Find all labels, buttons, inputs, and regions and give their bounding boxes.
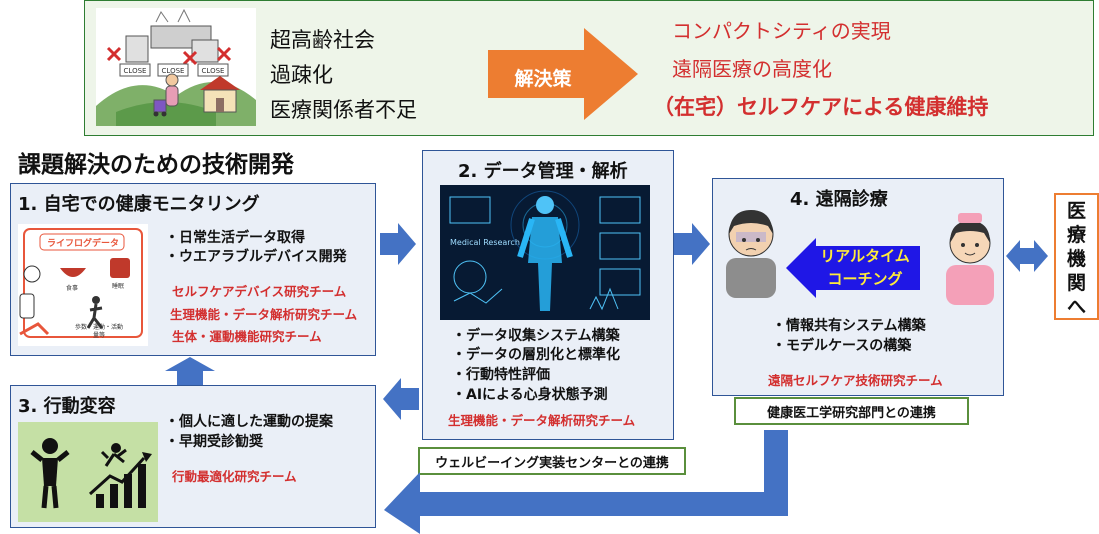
wellbeing-center-link-box: ウェルビーイング実装センターとの連携 [418, 447, 686, 475]
panel2-bullet-1: ・データ収集システム構築 [452, 328, 620, 344]
panel1-team-2: 生理機能・データ解析研究チーム [170, 307, 358, 322]
medical-char-5: へ [1066, 296, 1086, 318]
medical-char-3: 機 [1066, 248, 1086, 270]
up-arrow-icon [165, 357, 215, 385]
depopulated-town-illustration: CLOSE CLOSE CLOSE [96, 8, 256, 126]
panel4-team: 遠隔セルフケア技術研究チーム [768, 373, 943, 388]
solution-home-selfcare: （在宅）セルフケアによる健康維持 [653, 95, 989, 119]
panel3-bullet-1: ・個人に適した運動の提案 [165, 414, 333, 430]
panel2-team: 生理機能・データ解析研究チーム [448, 413, 636, 428]
lifelog-sleep-label: 睡眠 [112, 283, 125, 290]
panel1-bullet-2: ・ウエアラブルデバイス開発 [165, 249, 347, 265]
panel2-title: 2. データ管理・解析 [458, 161, 628, 182]
panel2-bullet-3: ・行動特性評価 [452, 367, 550, 383]
lifelog-activity-label: 歩数・運動・活動量等 [74, 324, 123, 339]
lifelog-meal-label: 食事 [66, 285, 79, 292]
medical-char-1: 医 [1066, 200, 1086, 222]
panel3-bullet-2: ・早期受診勧奨 [165, 434, 263, 450]
solution-label: 解決策 [514, 68, 572, 90]
problem-depopulation: 過疎化 [270, 63, 333, 87]
patient-illustration [726, 210, 776, 298]
panel2-bullet-2: ・データの層別化と標準化 [452, 347, 620, 363]
panel3-team: 行動最適化研究チーム [172, 469, 297, 484]
panel3-title: 3. 行動変容 [18, 396, 116, 417]
panel1-team-1: セルフケアデバイス研究チーム [172, 284, 347, 299]
realtime-coaching-arrow-icon [786, 238, 920, 298]
medical-institution-box: 医 療 機 関 へ [1054, 193, 1099, 320]
solution-compact-city: コンパクトシティの実現 [672, 19, 891, 43]
section-heading: 課題解決のための技術開発 [18, 152, 294, 178]
lifelog-title: ライフログデータ [46, 239, 119, 249]
solution-remote-medicine: 遠隔医療の高度化 [672, 57, 832, 81]
medical-char-4: 関 [1066, 272, 1086, 294]
panel1-title: 1. 自宅での健康モニタリング [18, 194, 260, 215]
panel4-title: 4. 遠隔診療 [790, 189, 888, 210]
problem-aging-society: 超高齢社会 [270, 28, 375, 52]
panel4-bullet-2: ・モデルケースの構築 [772, 338, 912, 354]
close-sign-3: CLOSE [202, 67, 225, 75]
panel1-team-3: 生体・運動機能研究チーム [172, 329, 322, 344]
nurse-illustration [946, 213, 994, 305]
solution-arrow-icon [488, 28, 638, 120]
panel2-bullet-4: ・AIによる心身状態予測 [452, 387, 608, 403]
medical-char-2: 療 [1066, 224, 1086, 246]
medical-research-image [440, 185, 650, 320]
double-arrow-icon [1006, 240, 1048, 272]
medical-research-caption: Medical Research [450, 238, 520, 247]
exercise-growth-illustration [18, 422, 158, 522]
close-sign-2: CLOSE [162, 67, 185, 75]
lifelog-data-illustration [18, 224, 148, 346]
coaching-line-1: リアルタイム [820, 247, 910, 265]
left-arrow-icon [383, 378, 419, 420]
right-arrow-icon-2 [674, 223, 710, 265]
right-arrow-icon-1 [380, 223, 416, 265]
biomedical-engineering-link-box: 健康医工学研究部門との連携 [734, 397, 969, 425]
panel4-bullet-1: ・情報共有システム構築 [772, 318, 926, 334]
panel1-bullet-1: ・日常生活データ取得 [165, 230, 305, 246]
coaching-line-2: コーチング [827, 270, 903, 288]
close-sign-1: CLOSE [124, 67, 147, 75]
return-arrow-icon [384, 430, 788, 534]
problem-staff-shortage: 医療関係者不足 [270, 98, 417, 122]
